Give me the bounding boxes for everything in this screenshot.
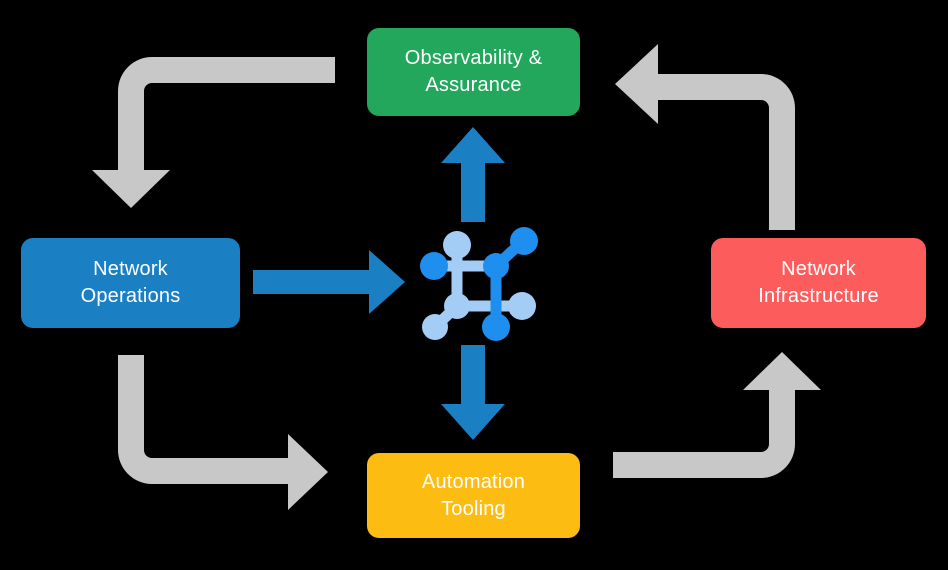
gray-arrow-infrastructure-to-observability [615, 44, 795, 230]
blue-arrow-operations-to-center [253, 250, 405, 314]
node-box-network-infrastructure[interactable]: Network Infrastructure [711, 238, 926, 328]
network-topology-icon [420, 227, 538, 341]
node-bright-hub [483, 253, 509, 279]
node-bright-bottom [482, 313, 510, 341]
blue-arrow-center-to-automation [441, 345, 505, 440]
gray-arrow-observability-to-operations [92, 57, 335, 208]
blue-arrow-center-to-observability [441, 127, 505, 222]
gray-arrow-automation-to-infrastructure [613, 352, 821, 478]
node-label-network-operations: Network Operations [80, 258, 181, 307]
node-light-right [508, 292, 536, 320]
node-box-automation-tooling[interactable]: Automation Tooling [367, 453, 580, 538]
node-label-observability-assurance: Observability & Assurance [404, 47, 543, 96]
node-box-observability-assurance[interactable]: Observability & Assurance [367, 28, 580, 116]
node-light-top [443, 231, 471, 259]
node-label-network-infrastructure: Network Infrastructure [758, 258, 879, 307]
node-box-network-operations[interactable]: Network Operations [21, 238, 240, 328]
gray-arrow-operations-to-automation [118, 355, 328, 510]
node-label-automation-tooling: Automation Tooling [421, 470, 526, 520]
node-bright-left [420, 252, 448, 280]
node-light-bottomleft [422, 314, 448, 340]
node-light-mid [444, 293, 470, 319]
node-bright-topright [510, 227, 538, 255]
